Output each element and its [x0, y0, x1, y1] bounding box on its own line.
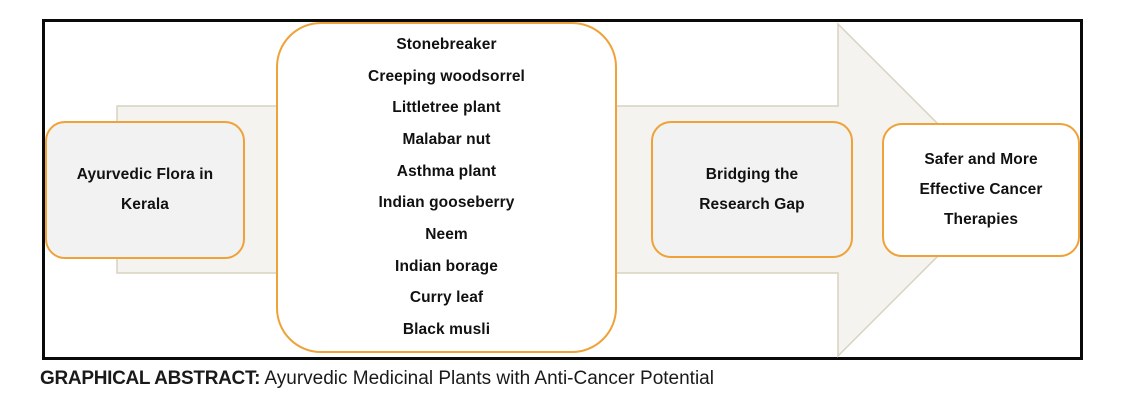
plant-list-item: Curry leaf [409, 289, 484, 307]
plant-list-item: Indian borage [395, 257, 498, 275]
plant-list-item: Indian gooseberry [378, 194, 515, 212]
flow-step-label: Safer and More Effective Cancer Therapie… [919, 151, 1043, 228]
plant-list-item: Malabar nut [402, 130, 491, 148]
plant-list-item: Asthma plant [396, 162, 497, 180]
plant-list-item: Neem [425, 226, 468, 244]
plant-list-item: Black musli [402, 321, 491, 339]
caption-heading: GRAPHICAL ABSTRACT: [40, 368, 261, 389]
flow-step-ayurvedic-flora: Ayurvedic Flora in Kerala [45, 121, 245, 259]
flow-step-label: Bridging the Research Gap [699, 165, 805, 213]
figure-caption: GRAPHICAL ABSTRACT: Ayurvedic Medicinal … [40, 366, 714, 392]
flow-step-outcome: Safer and More Effective Cancer Therapie… [882, 123, 1080, 257]
caption-text: Ayurvedic Medicinal Plants with Anti-Can… [264, 368, 714, 389]
flow-step-research-gap: Bridging the Research Gap [651, 121, 853, 258]
flow-step-label: Ayurvedic Flora in Kerala [76, 166, 214, 213]
plant-list-item: Littletree plant [392, 99, 501, 117]
plant-list-item: Creeping woodsorrel [368, 67, 525, 85]
plant-list-item: Stonebreaker [396, 35, 497, 53]
